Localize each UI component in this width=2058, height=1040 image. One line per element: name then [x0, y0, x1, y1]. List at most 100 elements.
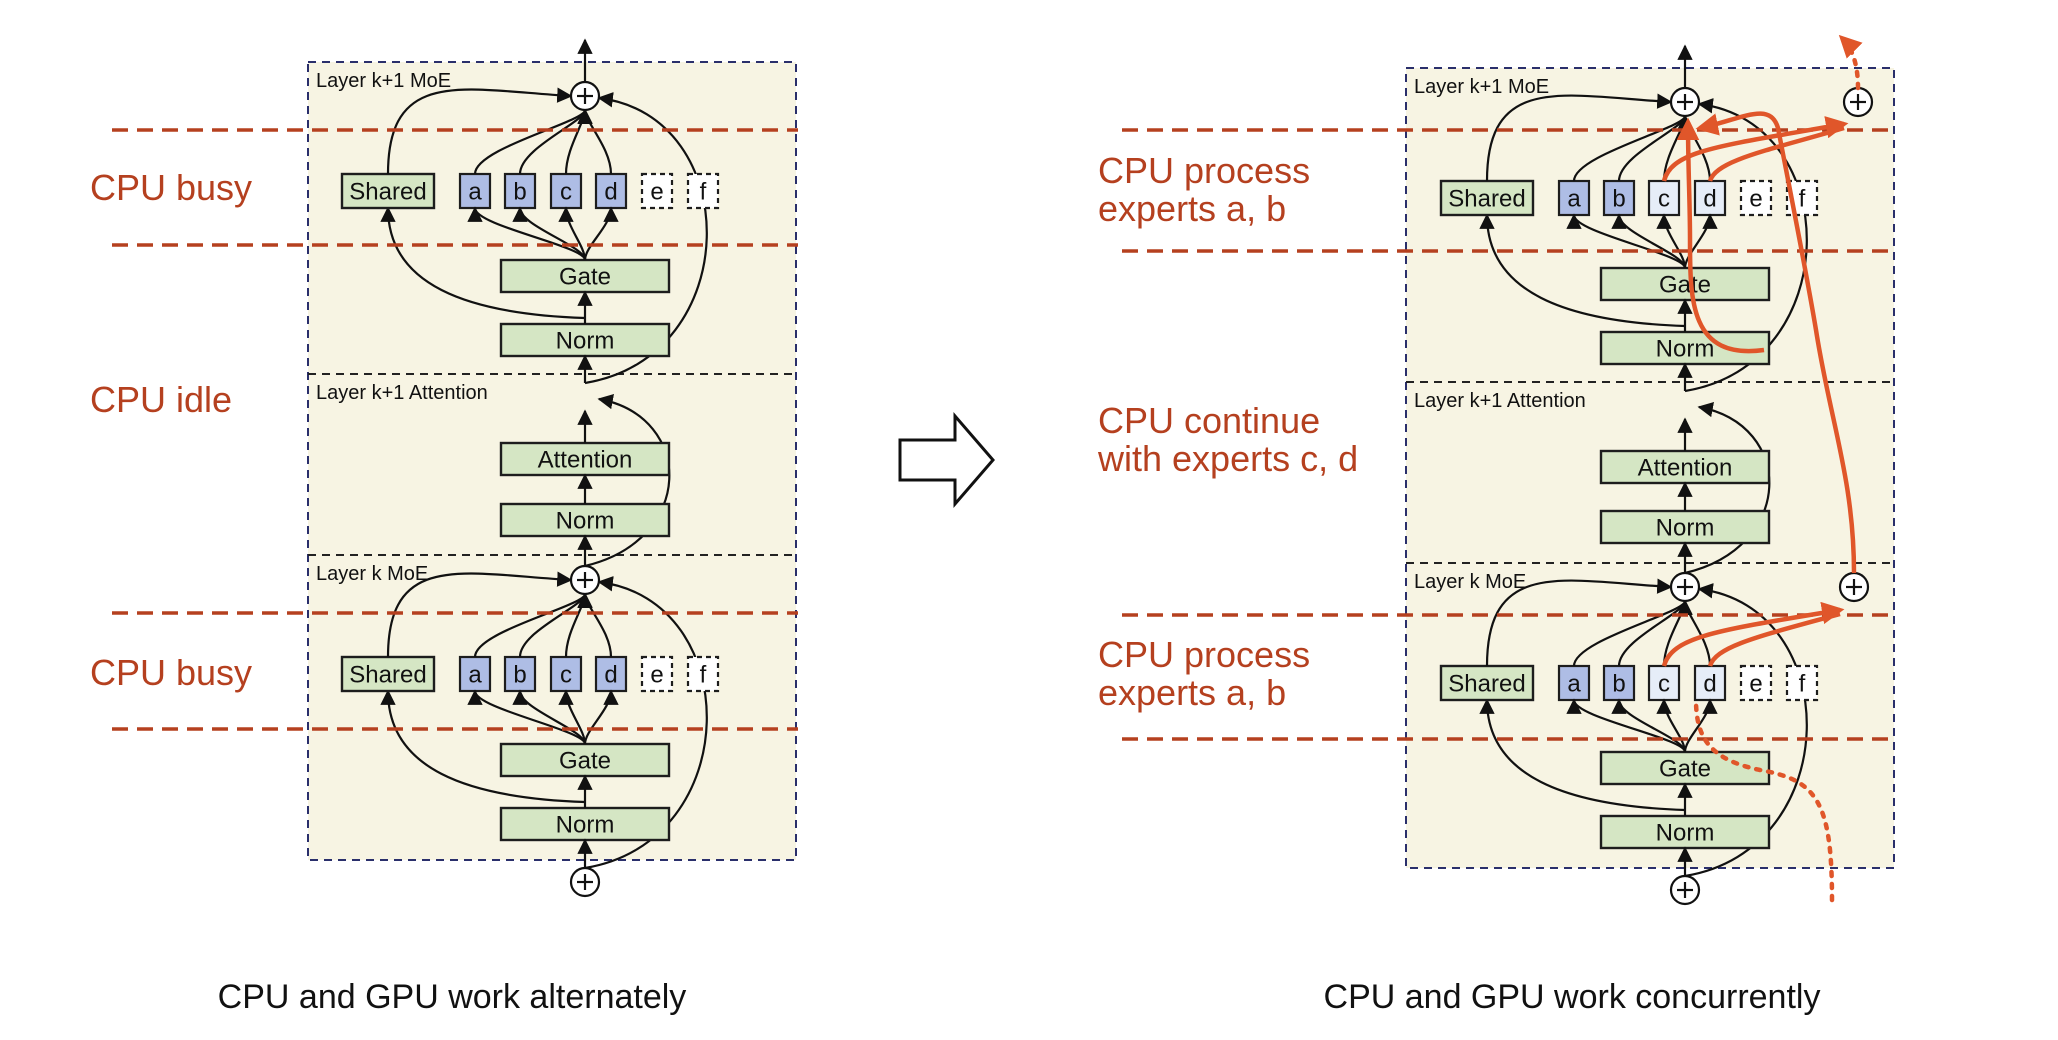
- residual-arrow: [1684, 98, 1808, 393]
- cpu-annotation-line: experts a, b: [1098, 672, 1286, 713]
- layer-label: Layer k MoE: [1414, 571, 1526, 593]
- expert-b: b: [1602, 664, 1636, 702]
- norm-block-label: Norm: [1656, 336, 1715, 363]
- cpu-annotation-line: CPU busy: [90, 652, 252, 693]
- expert-b: b: [1602, 179, 1636, 217]
- shared-expert-block-label: Shared: [1448, 671, 1525, 698]
- expert-box: [640, 655, 674, 693]
- expert-f: f: [686, 655, 720, 693]
- expert-e: e: [1739, 179, 1773, 217]
- flow-arrow: [386, 571, 573, 658]
- expert-label: a: [1567, 671, 1581, 698]
- expert-label: e: [650, 662, 663, 689]
- expert-label: c: [560, 179, 572, 206]
- expert-label: f: [1799, 186, 1806, 213]
- norm-block-box: [1599, 330, 1771, 366]
- layer-label: Layer k+1 MoE: [1414, 76, 1549, 98]
- gate-block-label: Gate: [559, 748, 611, 775]
- norm-block-label: Norm: [1656, 820, 1715, 847]
- expert-label: e: [1749, 671, 1762, 698]
- expert-label: e: [650, 179, 663, 206]
- transition-arrow: [898, 411, 995, 509]
- expert-box: [686, 172, 720, 210]
- expert-label: b: [513, 662, 526, 689]
- expert-box: [1739, 664, 1773, 702]
- expert-box: [1739, 179, 1773, 217]
- attention-op-block: Attention: [499, 441, 671, 477]
- attention-block: Norm Attention: [499, 394, 671, 568]
- attention-op-block-label: Attention: [1638, 455, 1733, 482]
- expert-label: e: [1749, 186, 1762, 213]
- residual-arrow: [584, 92, 708, 385]
- norm-block: Norm: [1599, 330, 1771, 366]
- expert-a: a: [458, 655, 492, 693]
- flow-arrow: [1479, 698, 1686, 812]
- cpu-annotation: CPU busy: [90, 652, 252, 693]
- cpu-expert-c-top-path: [1661, 116, 1849, 182]
- expert-label: f: [700, 662, 707, 689]
- cpu-annotation-line: CPU idle: [90, 379, 232, 420]
- expert-label: f: [700, 179, 707, 206]
- gate-block: Gate: [499, 742, 671, 778]
- shared-expert-block: Shared: [340, 655, 436, 693]
- shared-expert-block: Shared: [1439, 179, 1535, 217]
- expert-label: c: [1658, 186, 1670, 213]
- expert-c: c: [549, 172, 583, 210]
- expert-e: e: [640, 172, 674, 210]
- residual-add-icon: [1669, 571, 1701, 603]
- cpu-expert-d-path: [1707, 611, 1841, 667]
- expert-box: [1602, 664, 1636, 702]
- residual-arrow: [1684, 402, 1771, 575]
- cpu-expert-c-path: [1661, 601, 1845, 667]
- gate-to-expert-arrow: [1611, 213, 1687, 269]
- shared-expert-block-box: [340, 655, 436, 693]
- flow-arrow: [1485, 578, 1673, 667]
- residual-arrow: [1684, 583, 1808, 878]
- cpu-annotation-line: CPU process: [1098, 150, 1310, 191]
- shared-expert-block-box: [1439, 179, 1535, 217]
- norm-block-label: Norm: [556, 812, 615, 839]
- expert-c: c: [1647, 664, 1681, 702]
- expert-box: [1647, 179, 1681, 217]
- shared-expert-block-label: Shared: [349, 662, 426, 689]
- expert-b: b: [503, 655, 537, 693]
- cpu-annotation: CPU busy: [90, 167, 252, 208]
- gate-block-label: Gate: [1659, 272, 1711, 299]
- gate-to-expert-arrow: [467, 206, 587, 261]
- norm-block-label: Norm: [1656, 515, 1715, 542]
- expert-label: b: [1612, 186, 1625, 213]
- gate-to-expert-arrow: [1683, 698, 1718, 753]
- shared-expert-block-label: Shared: [1448, 186, 1525, 213]
- norm-block-label: Norm: [556, 508, 615, 535]
- expert-e: e: [640, 655, 674, 693]
- layer-label: Layer k+1 Attention: [316, 382, 488, 404]
- gate-block-label: Gate: [1659, 756, 1711, 783]
- cpu-compute-paths: [1661, 34, 1874, 903]
- residual-add-icon: [1669, 874, 1701, 906]
- residual-arrow: [584, 394, 671, 568]
- expert-label: d: [1703, 186, 1716, 213]
- norm-block-box: [499, 322, 671, 358]
- expert-f: f: [1785, 664, 1819, 702]
- shared-expert-block-box: [1439, 664, 1535, 702]
- expert-to-add-arrow: [1677, 599, 1712, 667]
- cpu-annotation: CPU idle: [90, 379, 232, 420]
- attention-op-block-box: [1599, 449, 1771, 485]
- gate-to-expert-arrow: [512, 206, 587, 261]
- gate-to-expert-arrow: [467, 689, 587, 745]
- expert-c: c: [549, 655, 583, 693]
- flow-arrow: [1479, 213, 1686, 328]
- expert-label: f: [1799, 671, 1806, 698]
- layer-label: Layer k+1 MoE: [316, 70, 451, 92]
- cpu-annotation-line: CPU process: [1098, 634, 1310, 675]
- shared-expert-block-box: [340, 172, 436, 210]
- expert-label: a: [1567, 186, 1581, 213]
- attention-op-block: Attention: [1599, 449, 1771, 485]
- expert-e: e: [1739, 664, 1773, 702]
- shared-expert-block: Shared: [1439, 664, 1535, 702]
- expert-f: f: [686, 172, 720, 210]
